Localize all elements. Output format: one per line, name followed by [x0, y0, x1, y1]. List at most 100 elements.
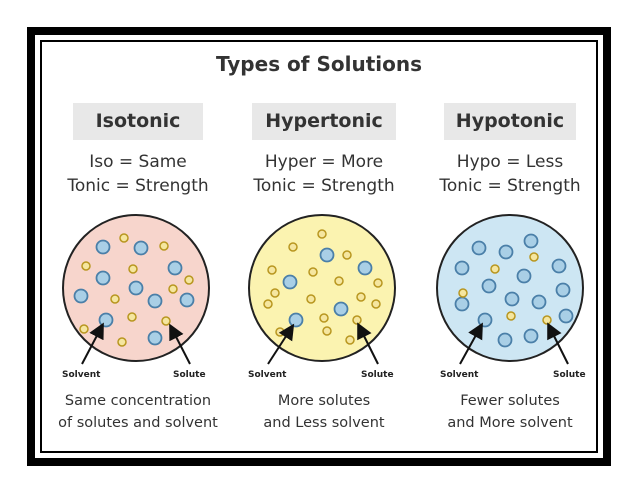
solvent-particle — [558, 308, 574, 324]
solute-particle — [119, 233, 129, 243]
solvent-particle — [128, 280, 144, 296]
solute-particle — [263, 299, 273, 309]
column-hypertonic: Hypertonic Hyper = More Tonic = Strength — [229, 103, 419, 198]
hypertonic-def-line-2: Tonic = Strength — [253, 176, 395, 196]
solvent-particle — [147, 293, 163, 309]
solvent-particle — [98, 312, 114, 328]
solvent-particle — [471, 240, 487, 256]
solvent-particle — [497, 332, 513, 348]
solvent-particle — [551, 258, 567, 274]
hypertonic-caption-line-2: and Less solvent — [263, 415, 385, 431]
isotonic-definition: Iso = Same Tonic = Strength — [43, 150, 233, 198]
isotonic-solvent-label: Solvent — [62, 370, 101, 380]
solute-particle — [542, 315, 552, 325]
hypertonic-cell: Solvent Solute — [248, 214, 396, 380]
solvent-particle — [147, 330, 163, 346]
solvent-particle — [523, 233, 539, 249]
hypertonic-solute-label: Solute — [361, 370, 394, 380]
solute-particle — [275, 327, 285, 337]
hypertonic-def-line-1: Hyper = More — [264, 152, 384, 172]
solute-particle — [334, 276, 344, 286]
hypotonic-caption-line-1: Fewer solutes — [460, 393, 560, 409]
solvent-particle — [179, 292, 195, 308]
hypotonic-solute-arrow — [547, 322, 569, 365]
solute-particle — [506, 311, 516, 321]
solvent-particle — [516, 268, 532, 284]
solute-particle — [490, 264, 500, 274]
isotonic-caption-line-1: Same concentration — [64, 393, 212, 409]
solute-particle — [168, 284, 178, 294]
hypertonic-caption: More solutes and Less solvent — [229, 390, 419, 434]
solvent-particle — [504, 291, 520, 307]
solvent-particle — [477, 312, 493, 328]
isotonic-solvent-arrow — [81, 322, 104, 365]
solute-particle — [345, 335, 355, 345]
isotonic-header: Isotonic — [73, 103, 203, 140]
solute-particle — [288, 242, 298, 252]
solute-particle — [356, 292, 366, 302]
solute-particle — [317, 229, 327, 239]
hypotonic-def-line-2: Tonic = Strength — [439, 176, 581, 196]
isotonic-caption: Same concentration of solutes and solven… — [43, 390, 233, 434]
hypertonic-header: Hypertonic — [252, 103, 396, 140]
solute-particle — [371, 299, 381, 309]
hypotonic-header: Hypotonic — [444, 103, 576, 140]
solvent-particle — [357, 260, 373, 276]
solvent-particle — [555, 282, 571, 298]
solvent-particle — [73, 288, 89, 304]
isotonic-solute-label: Solute — [173, 370, 206, 380]
solute-particle — [342, 250, 352, 260]
page-title: Types of Solutions — [216, 52, 422, 76]
solute-particle — [128, 264, 138, 274]
solute-particle — [308, 267, 318, 277]
solute-particle — [373, 278, 383, 288]
hypotonic-solvent-label: Solvent — [440, 370, 479, 380]
hypertonic-caption-line-1: More solutes — [277, 393, 371, 409]
isotonic-particles — [73, 233, 195, 347]
solute-particle — [306, 294, 316, 304]
column-isotonic: Isotonic Iso = Same Tonic = Strength — [43, 103, 233, 198]
solute-particle — [267, 265, 277, 275]
solvent-particle — [454, 296, 470, 312]
hypotonic-caption-line-2: and More solvent — [447, 415, 573, 431]
solvent-particle — [167, 260, 183, 276]
solvent-particle — [288, 312, 304, 328]
solute-particle — [322, 326, 332, 336]
solvent-particle — [333, 301, 349, 317]
solvent-particle — [481, 278, 497, 294]
hypotonic-particles — [454, 233, 574, 348]
solute-particle — [319, 313, 329, 323]
hypotonic-cell: Solvent Solute — [436, 214, 586, 380]
hypertonic-definition: Hyper = More Tonic = Strength — [229, 150, 419, 198]
solvent-particle — [95, 239, 111, 255]
hypotonic-def-line-1: Hypo = Less — [456, 152, 564, 172]
solvent-particle — [498, 244, 514, 260]
solute-particle — [81, 261, 91, 271]
hypotonic-solvent-arrow — [459, 322, 483, 365]
solvent-particle — [319, 247, 335, 263]
solute-particle — [79, 324, 89, 334]
hypotonic-solute-label: Solute — [553, 370, 586, 380]
solvent-particle — [95, 270, 111, 286]
hypotonic-definition: Hypo = Less Tonic = Strength — [415, 150, 605, 198]
solute-particle — [270, 288, 280, 298]
hypotonic-caption: Fewer solutes and More solvent — [415, 390, 605, 434]
isotonic-solute-arrow — [169, 323, 191, 365]
isotonic-cell: Solvent Solute — [62, 214, 210, 380]
solute-particle — [184, 275, 194, 285]
solute-particle — [161, 316, 171, 326]
isotonic-caption-line-2: of solutes and solvent — [58, 415, 218, 431]
hypertonic-solvent-label: Solvent — [248, 370, 287, 380]
solute-particle — [529, 252, 539, 262]
solute-particle — [159, 241, 169, 251]
solvent-particle — [531, 294, 547, 310]
solute-particle — [117, 337, 127, 347]
solute-particle — [458, 288, 468, 298]
hypertonic-solvent-arrow — [267, 323, 295, 365]
solvent-particle — [523, 328, 539, 344]
solvent-particle — [454, 260, 470, 276]
hypertonic-solute-arrow — [357, 322, 379, 365]
column-hypotonic: Hypotonic Hypo = Less Tonic = Strength — [415, 103, 605, 198]
solute-particle — [352, 315, 362, 325]
